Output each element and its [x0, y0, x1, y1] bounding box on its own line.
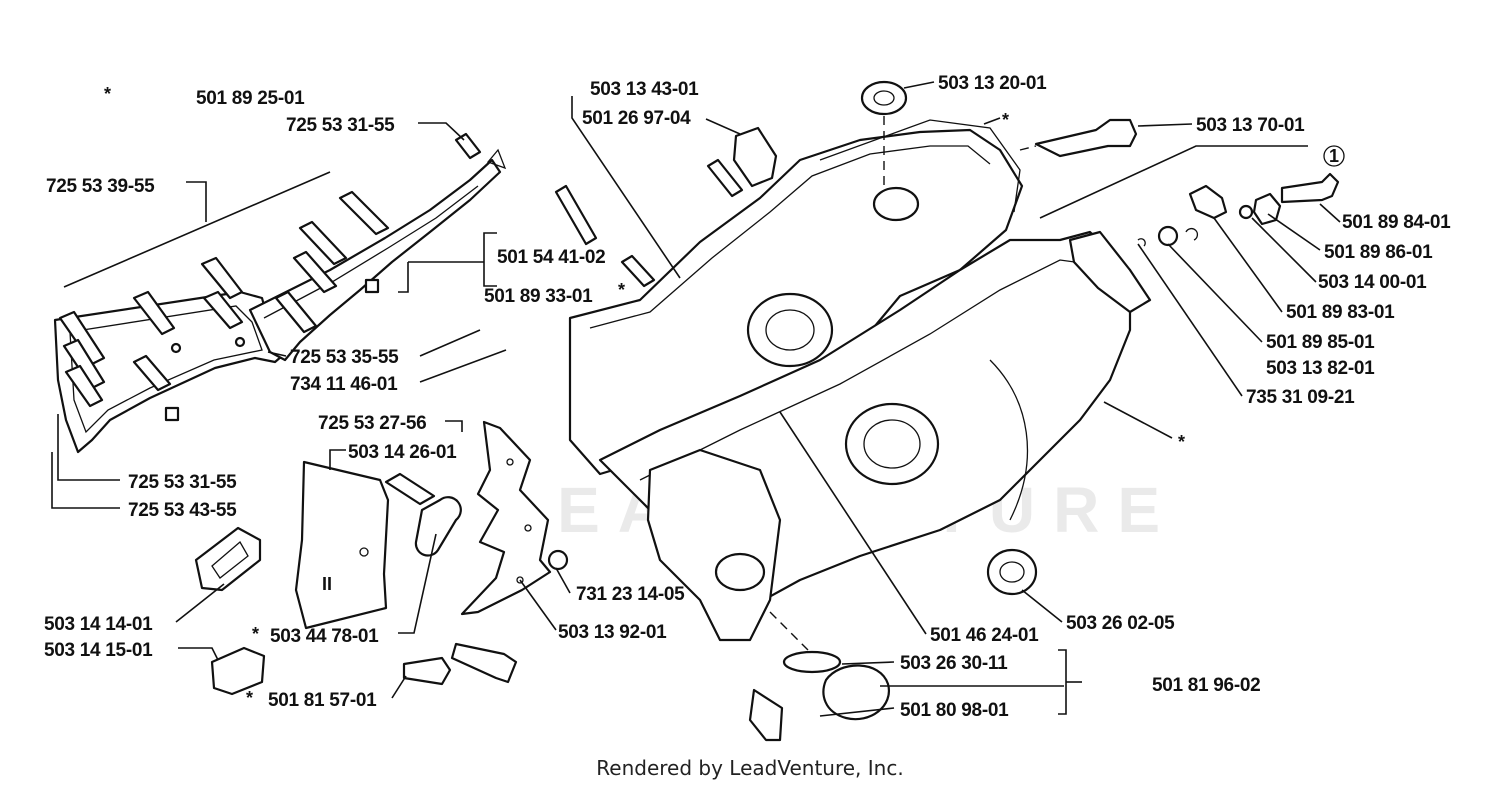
- leader-lines: [51, 81, 1341, 717]
- credit-line: Rendered by LeadVenture, Inc.: [596, 756, 904, 780]
- asterisk-1: *: [104, 84, 111, 104]
- circled-marker-text: 1: [1329, 146, 1339, 166]
- asterisk-6: *: [246, 688, 253, 708]
- part-label: 501 89 86-01: [1324, 242, 1433, 263]
- axis-line-3: [769, 611, 809, 651]
- part-label: 503 13 43-01: [590, 79, 699, 100]
- part-label: 501 80 98-01: [900, 700, 1009, 721]
- asterisk-4: *: [1178, 432, 1185, 452]
- part-label: 503 13 82-01: [1266, 358, 1375, 379]
- part-label: 503 13 70-01: [1196, 115, 1305, 136]
- asterisk-5: *: [252, 624, 259, 644]
- part-label: 501 81 57-01: [268, 690, 377, 711]
- axis-line-2: [1019, 145, 1037, 151]
- part-label: 501 46 24-01: [930, 625, 1039, 646]
- part-label: 503 26 02-05: [1066, 613, 1175, 634]
- part-label: 501 54 41-02: [497, 247, 605, 268]
- part-label: 503 13 20-01: [938, 73, 1047, 94]
- part-label: 725 53 35-55: [290, 347, 399, 368]
- part-label: 501 89 83-01: [1286, 302, 1395, 323]
- asterisk-3: *: [1002, 110, 1009, 130]
- part-label: 503 26 30-11: [900, 653, 1008, 674]
- part-label: 503 14 15-01: [44, 640, 153, 661]
- bolt-group-left: [58, 132, 482, 422]
- part-labels: 501 89 25-01 725 53 31-55 725 53 39-55 5…: [44, 73, 1451, 721]
- part-label: 725 53 31-55: [128, 472, 237, 493]
- top-parts-group: [554, 80, 1340, 742]
- part-label: 725 53 39-55: [46, 176, 155, 197]
- part-label: 503 14 14-01: [44, 614, 153, 635]
- circled-marker: [1323, 145, 1345, 167]
- part-label: 503 13 92-01: [558, 622, 667, 643]
- part-label: 501 89 85-01: [1266, 332, 1375, 353]
- part-label: 503 44 78-01: [270, 626, 379, 647]
- asterisk-2: *: [618, 280, 625, 300]
- part-label: 501 89 84-01: [1342, 212, 1451, 233]
- plate-marking: II: [322, 574, 332, 594]
- part-label: 725 53 43-55: [128, 500, 237, 521]
- crankcase-group: [568, 119, 1152, 642]
- part-label: 501 89 33-01: [484, 286, 593, 307]
- part-label: 734 11 46-01: [290, 374, 398, 395]
- part-label: 735 31 09-21: [1246, 387, 1355, 408]
- plate-group: II: [194, 420, 569, 696]
- cover-gasket-group: [53, 132, 507, 454]
- part-label: 503 14 26-01: [348, 442, 457, 463]
- part-label: 501 81 96-02: [1152, 675, 1260, 696]
- part-label: 725 53 31-55: [286, 115, 395, 136]
- part-label: 731 23 14-05: [576, 584, 685, 605]
- part-label: 503 14 00-01: [1318, 272, 1427, 293]
- part-label: 501 26 97-04: [582, 108, 691, 129]
- part-label: 501 89 25-01: [196, 88, 305, 109]
- part-label: 725 53 27-56: [318, 413, 426, 434]
